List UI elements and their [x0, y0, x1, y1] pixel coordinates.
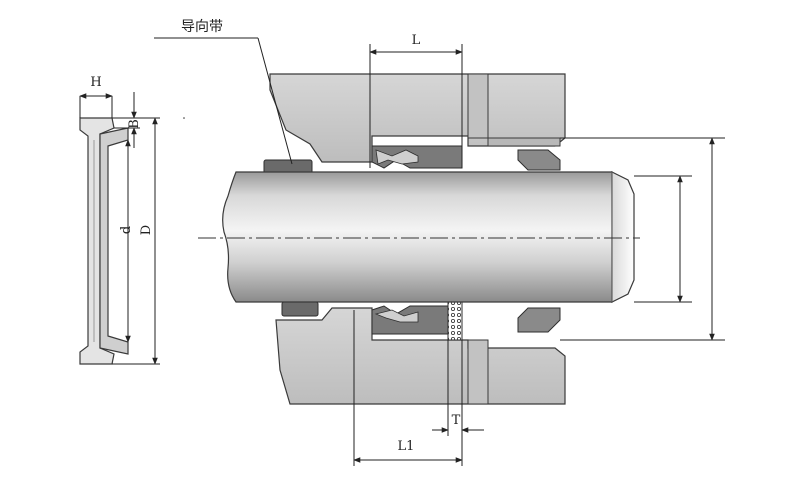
- upper-housing: [263, 73, 566, 175]
- label-B: B: [127, 119, 142, 129]
- label-L1: L1: [398, 439, 415, 454]
- label-T: T: [452, 413, 461, 428]
- lower-housing: [275, 297, 566, 405]
- label-guide-band: 导向带: [181, 19, 223, 35]
- dimension-H: [79, 93, 113, 118]
- dimension-L: [369, 44, 463, 168]
- label-D: D: [139, 225, 154, 235]
- seal-ring-profile: [79, 117, 129, 365]
- backup-ring: [447, 297, 463, 341]
- lower-wiper: [517, 307, 561, 333]
- dimension-D: [112, 117, 160, 365]
- dimension-T: [432, 340, 484, 436]
- label-H: H: [90, 75, 101, 90]
- upper-wiper: [517, 149, 561, 171]
- dimension-rod-diameter: [634, 175, 692, 303]
- label-L: L: [412, 33, 421, 48]
- guide-band-callout: [154, 37, 293, 165]
- dimension-L1: [353, 310, 463, 466]
- stray-dot: [183, 117, 185, 119]
- dimension-outer-diameter: [560, 137, 725, 341]
- label-d: d: [119, 226, 134, 234]
- piston-rod: [198, 171, 640, 303]
- lower-guide-band: [281, 301, 319, 317]
